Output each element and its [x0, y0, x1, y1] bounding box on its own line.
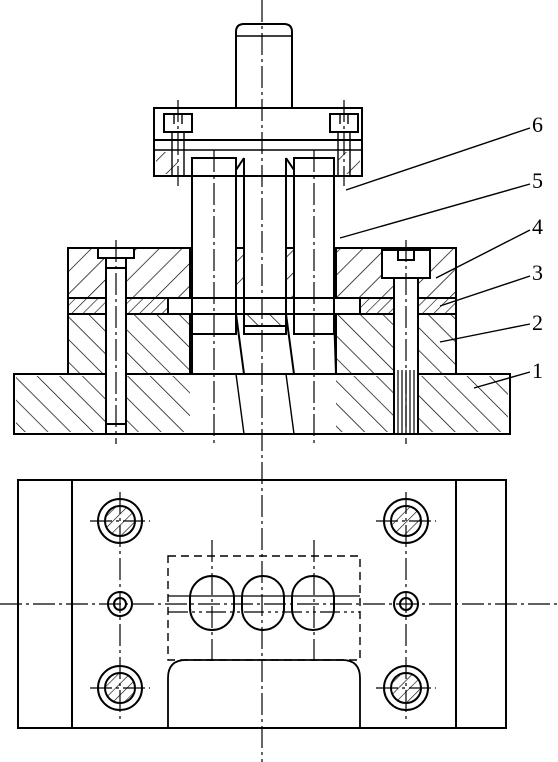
callout-5: 5: [532, 168, 543, 193]
bottom-plate: [13, 373, 511, 435]
punches: [191, 157, 335, 335]
section-centerlines: [115, 0, 407, 762]
callout-2: 2: [532, 310, 543, 335]
callout-4: 4: [532, 214, 543, 239]
callout-labels: 6 5 4 3 2 1: [532, 112, 543, 383]
callout-6: 6: [532, 112, 543, 137]
callout-1: 1: [532, 358, 543, 383]
callout-3: 3: [532, 260, 543, 285]
plan-centerlines: [0, 492, 558, 720]
punch-holder-plate: [153, 107, 363, 177]
leaders: [339, 127, 531, 389]
shank: [235, 23, 293, 108]
holder-screw-left: [163, 113, 193, 176]
